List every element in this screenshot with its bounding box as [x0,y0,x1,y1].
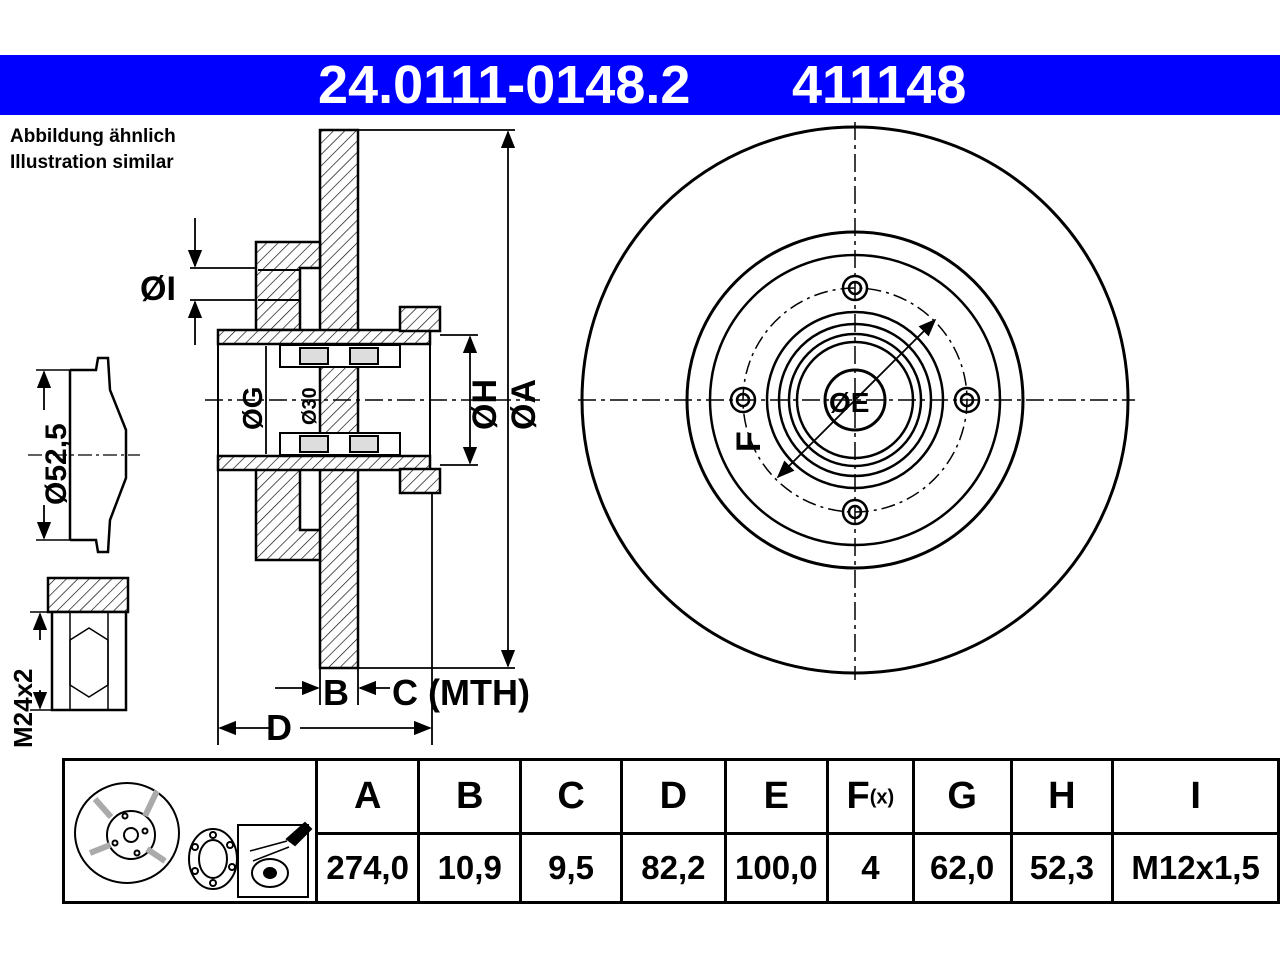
label-E: ØE [829,387,869,418]
header-A: A [314,758,421,835]
note-english: Illustration similar [10,152,174,173]
header-F-key: F [846,774,870,817]
label-G: ØG [237,386,268,430]
dimension-I [187,218,256,345]
housing-upper [216,328,432,346]
axle-nut-detail [30,576,130,712]
disc-ring-section [318,128,360,670]
hub-lower-section [254,466,322,562]
header-H: H [1009,758,1115,835]
spec-header-row: A B C D E F(x) G H I [62,758,1280,904]
value-H: 52,3 [1009,831,1115,904]
title-bar: 24.0111-0148.2 411148 [0,55,1280,115]
dimension-E [776,318,937,479]
header-F: F(x) [826,758,915,835]
value-I: M12x1,5 [1111,831,1280,904]
label-M24: M24x2 [8,669,38,749]
housing-lower [216,454,432,472]
header-I: I [1111,758,1280,835]
value-D: 82,2 [620,831,727,904]
label-H: ØH [466,379,504,430]
value-G: 62,0 [911,831,1013,904]
value-F: 4 [826,831,915,904]
label-F: F [730,431,768,452]
spec-value-row: 274,0 10,9 9,5 82,2 100,0 4 62,0 52,3 M1… [64,831,1280,904]
note-german: Abbildung ähnlich [10,126,176,147]
illustration-note: Abbildung ähnlich Illustration similar [10,124,176,176]
dimension-A [358,129,516,669]
header-C: C [519,758,624,835]
front-view [578,122,1135,680]
label-I: ØI [140,270,176,308]
dust-cap-detail [28,356,140,554]
value-A: 274,0 [314,831,421,904]
hub-upper-section [254,240,322,332]
grease-spray-icon [237,821,313,898]
label-C: C (MTH) [392,672,530,713]
cross-section-view [216,128,442,670]
reference-number: 411148 [792,55,967,115]
spec-table: A B C D E F(x) G H I 274,0 10,9 9,5 82,2… [62,758,1280,904]
label-D: D [266,707,292,748]
dimension-H [440,334,478,466]
label-30: Ø30 [299,387,321,425]
part-number: 24.0111-0148.2 [318,55,691,115]
dimension-BCD [217,470,433,745]
value-C: 9,5 [519,831,624,904]
dimension-G [265,346,321,454]
value-B: 10,9 [417,831,523,904]
flange-upper [398,305,442,333]
flange-lower [398,467,442,495]
brake-disc-icon [74,782,180,884]
value-E: 100,0 [723,831,830,904]
header-F-suffix: (x) [869,786,895,809]
label-B: B [323,672,349,713]
header-B: B [417,758,523,835]
label-A: ØA [505,379,543,430]
header-E: E [723,758,830,835]
header-D: D [620,758,727,835]
bearing-icon [188,828,238,890]
bearing-rollers [217,269,431,456]
label-52: Ø52,5 [40,423,73,505]
icon-cell [62,758,318,904]
header-G: G [911,758,1013,835]
